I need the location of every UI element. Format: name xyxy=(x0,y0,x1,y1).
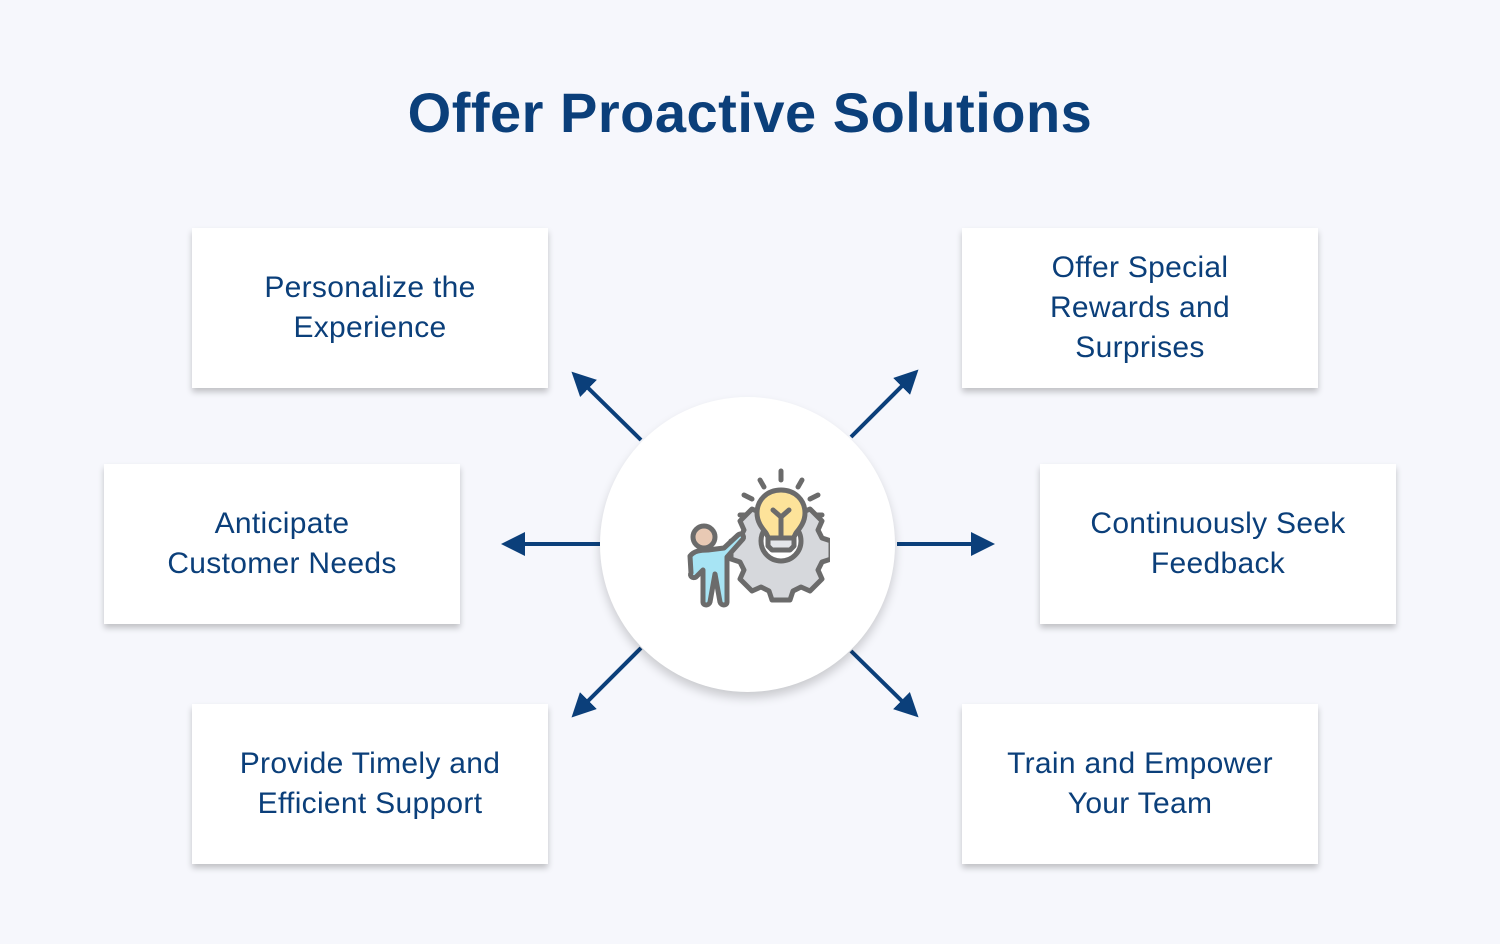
item-label: Personalize the Experience xyxy=(264,271,476,344)
arrow-top-right xyxy=(849,369,919,439)
arrow-bottom-left xyxy=(571,646,643,718)
item-train-team: Train and Empower Your Team xyxy=(962,704,1318,864)
arrow-bottom-right xyxy=(849,649,919,718)
item-label: Train and Empower Your Team xyxy=(1007,747,1273,820)
item-label: Anticipate Customer Needs xyxy=(167,507,397,580)
item-label: Provide Timely and Efficient Support xyxy=(239,747,501,820)
item-seek-feedback: Continuously Seek Feedback xyxy=(1040,464,1396,624)
item-label: Offer Special Rewards and Surprises xyxy=(1049,251,1231,364)
item-timely-support: Provide Timely and Efficient Support xyxy=(192,704,548,864)
item-label: Continuously Seek Feedback xyxy=(1090,507,1346,580)
person-idea-gear-icon xyxy=(687,468,830,608)
item-personalize-experience: Personalize the Experience xyxy=(192,228,548,388)
item-anticipate-needs: Anticipate Customer Needs xyxy=(104,464,460,624)
arrow-top-left xyxy=(571,371,643,442)
item-special-rewards: Offer Special Rewards and Surprises xyxy=(962,228,1318,388)
page-title: Offer Proactive Solutions xyxy=(407,81,1093,144)
